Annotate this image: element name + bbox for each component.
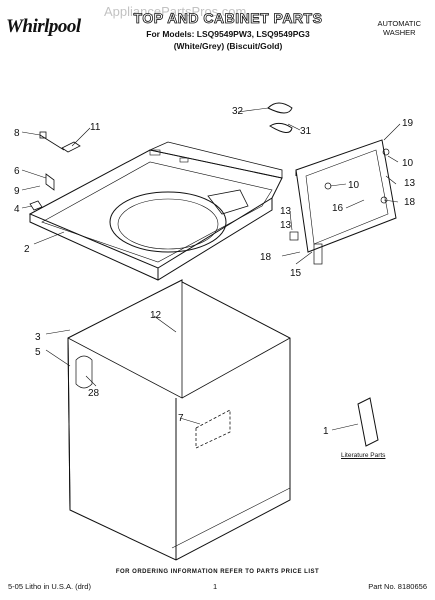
literature-parts-label: Literature Parts xyxy=(341,452,386,459)
callout-12: 12 xyxy=(150,310,162,321)
appliance-type-line-2: WASHER xyxy=(382,28,416,37)
callout-28: 28 xyxy=(88,388,100,399)
callout-9: 9 xyxy=(14,186,20,197)
callout-13b: 13 xyxy=(404,178,416,189)
appliance-type-line-1: AUTOMATIC xyxy=(377,19,421,28)
callout-7: 7 xyxy=(178,413,184,424)
washer-lid xyxy=(289,139,397,265)
callout-11: 11 xyxy=(90,122,101,133)
callout-13c: 13 xyxy=(280,220,292,231)
callout-18b: 18 xyxy=(404,197,416,208)
page-title: TOP AND CABINET PARTS xyxy=(133,10,323,27)
callout-16: 16 xyxy=(332,203,344,214)
callout-6: 6 xyxy=(14,166,20,177)
appliance-type: AUTOMATIC WASHER xyxy=(378,19,421,37)
callout-8: 8 xyxy=(14,128,20,139)
hinge-parts xyxy=(29,131,81,211)
callout-15: 15 xyxy=(290,268,302,279)
callout-18a: 18 xyxy=(260,252,272,263)
literature-parts-booklet xyxy=(357,397,379,447)
callout-31: 31 xyxy=(300,126,312,137)
callout-3: 3 xyxy=(35,332,41,343)
knob-parts xyxy=(267,102,293,133)
litho-info: 5-05 Litho in U.S.A. (drd) xyxy=(8,582,91,591)
callout-32: 32 xyxy=(232,106,244,117)
callout-5: 5 xyxy=(35,347,41,358)
callout-4: 4 xyxy=(14,204,20,215)
watermark-text: AppliancePartsPros.com xyxy=(104,4,247,19)
callout-1: 1 xyxy=(323,426,329,437)
callout-13a: 13 xyxy=(280,206,292,217)
callout-10a: 10 xyxy=(348,180,360,191)
washer-cabinet xyxy=(67,279,291,561)
page-number: 1 xyxy=(213,582,218,591)
callout-10b: 10 xyxy=(402,158,414,169)
washer-top-panel xyxy=(28,141,283,281)
callout-2: 2 xyxy=(24,244,30,255)
leader-lines xyxy=(21,107,401,431)
whirlpool-logo: Whirlpool xyxy=(6,16,81,37)
ordering-info-note: FOR ORDERING INFORMATION REFER TO PARTS … xyxy=(115,569,320,575)
part-number: Part No. 8180656 xyxy=(368,582,427,591)
callout-numbers: 1 2 3 4 5 6 7 8 9 10 10 11 12 13 13 13 1… xyxy=(14,106,416,437)
colors-line: (White/Grey) (Biscuit/Gold) xyxy=(173,41,283,51)
callout-19: 19 xyxy=(402,118,414,129)
models-line: For Models: LSQ9549PW3, LSQ9549PG3 xyxy=(146,29,310,39)
